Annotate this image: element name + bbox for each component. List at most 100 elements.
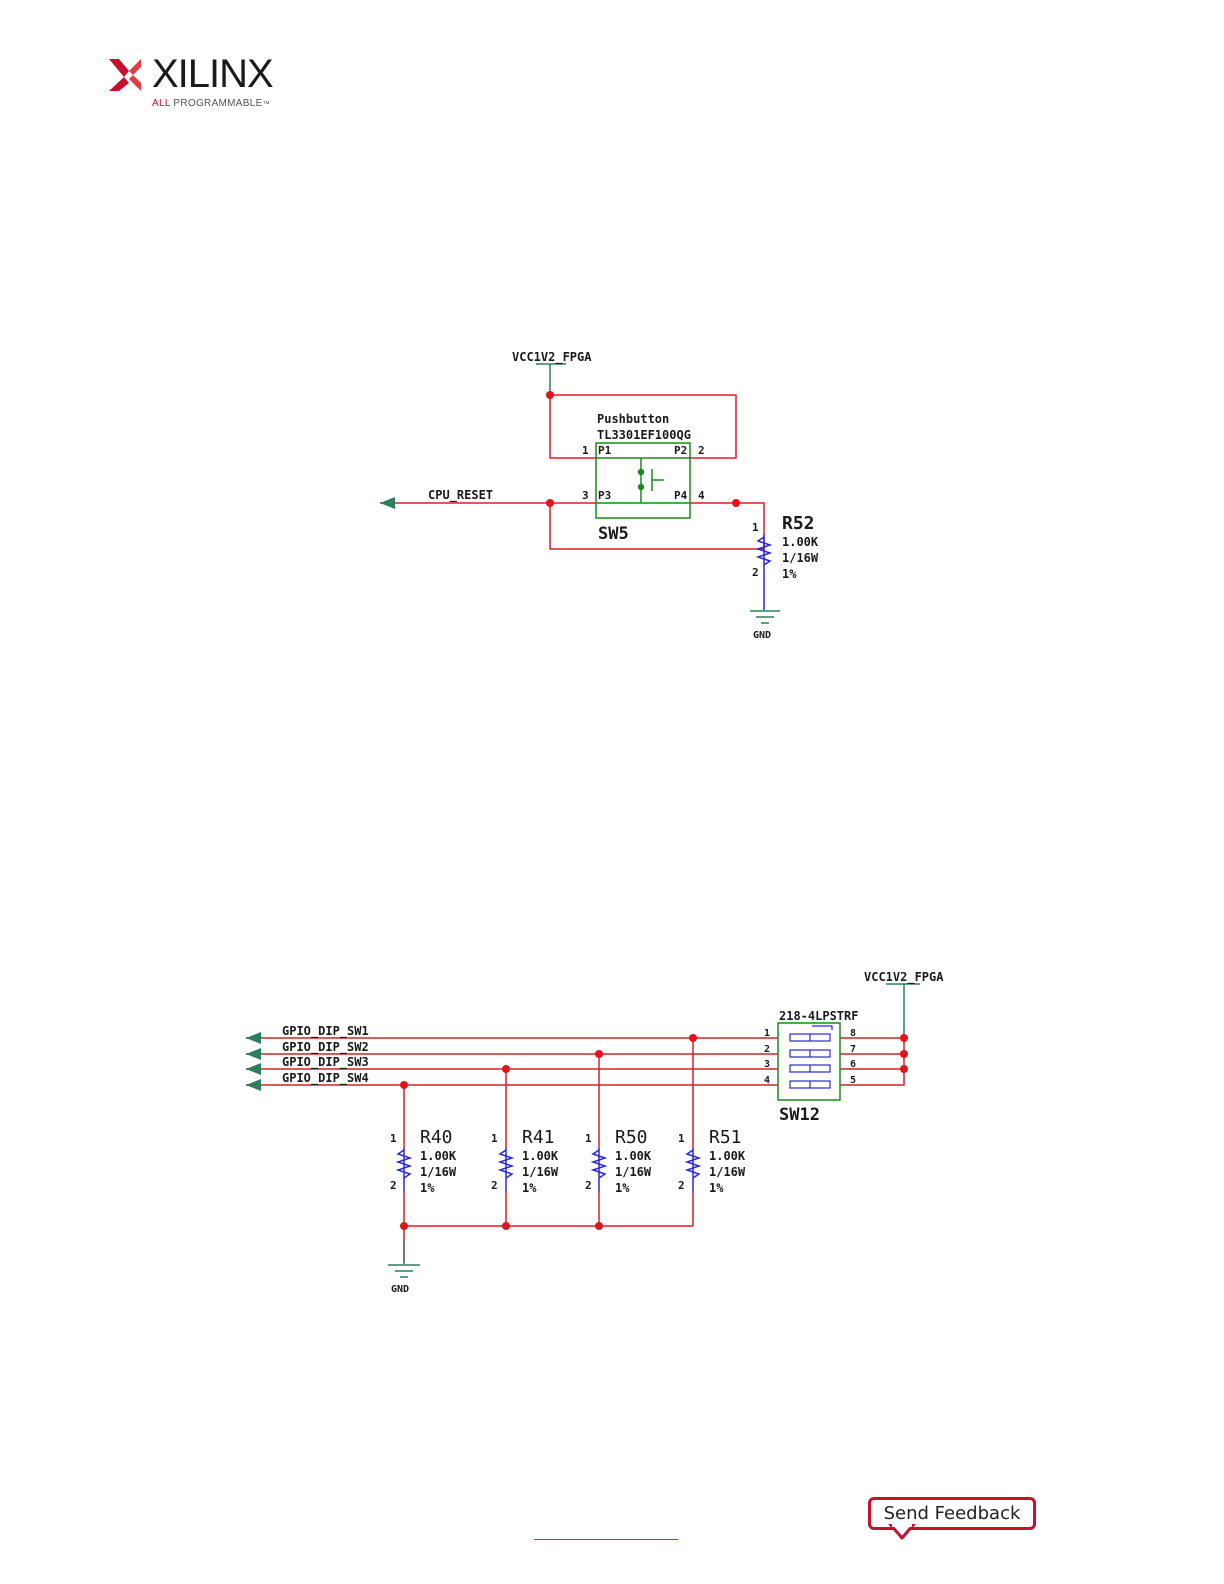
- junction-p4: [732, 499, 740, 507]
- net-label-sw1: GPIO_DIP_SW1: [282, 1024, 369, 1039]
- r41-tolerance: 1%: [522, 1181, 537, 1195]
- r52-tolerance: 1%: [782, 567, 797, 581]
- r50-refdes: R50: [615, 1127, 648, 1148]
- tagline-rest: PROGRAMMABLE: [170, 98, 263, 109]
- junction-bus-r50: [595, 1222, 603, 1230]
- sw12-toggles: [789, 1033, 831, 1089]
- junction-sw2: [595, 1050, 603, 1058]
- r50-pin1: 1: [585, 1132, 592, 1145]
- sw5-pin-label-p3: P3: [598, 489, 611, 502]
- sw12-pin-8: 8: [850, 1028, 856, 1039]
- sw12-refdes: SW12: [779, 1105, 820, 1125]
- r41-power: 1/16W: [522, 1165, 559, 1179]
- r51-symbol: [684, 1148, 702, 1192]
- sw12-pin-4: 4: [764, 1075, 770, 1086]
- sw5-pin-number-1: 1: [582, 444, 589, 457]
- r50-power: 1/16W: [615, 1165, 652, 1179]
- r40-pin1: 1: [390, 1132, 397, 1145]
- r51-pin2: 2: [678, 1179, 685, 1192]
- sw5-contact-dot-2: [637, 483, 645, 491]
- sw12-part-number: 218-4LPSTRF: [779, 1009, 858, 1023]
- r40-refdes: R40: [420, 1127, 453, 1148]
- footer-link[interactable]: [534, 1525, 678, 1540]
- net-label-sw2: GPIO_DIP_SW2: [282, 1040, 369, 1055]
- r52-refdes: R52: [782, 513, 815, 534]
- junction-cpu-reset: [546, 499, 554, 507]
- tagline-prefix: ALL: [152, 98, 171, 109]
- logo-wordmark: XILINX: [152, 52, 274, 96]
- sw5-pin-label-p1: P1: [598, 444, 612, 457]
- junction-pin6: [900, 1065, 908, 1073]
- junction-pin7: [900, 1050, 908, 1058]
- sw5-refdes: SW5: [598, 524, 629, 544]
- r52-value: 1.00K: [782, 535, 819, 549]
- r50-symbol: [590, 1148, 608, 1192]
- junction-sw1: [689, 1034, 697, 1042]
- cpu-reset-label: CPU_RESET: [428, 488, 493, 503]
- sw5-contact-dot-1: [637, 468, 645, 476]
- r50-value: 1.00K: [615, 1149, 652, 1163]
- junction-top-power: [546, 391, 554, 399]
- logo-tagline: ALL PROGRAMMABLE™: [152, 98, 270, 109]
- r51-tolerance: 1%: [709, 1181, 724, 1195]
- r52-zigzag: [755, 536, 773, 566]
- r51-pin1: 1: [678, 1132, 685, 1145]
- sw12-pin-2: 2: [764, 1044, 770, 1055]
- sw12-pin-7: 7: [850, 1044, 856, 1055]
- sw12-body: [777, 1022, 841, 1101]
- r52-power: 1/16W: [782, 551, 819, 565]
- sw5-description-2: TL3301EF100QG: [597, 428, 691, 442]
- gnd-label-bottom: GND: [391, 1284, 409, 1295]
- wire-p4-resistor: [736, 502, 765, 535]
- r41-refdes: R41: [522, 1127, 555, 1148]
- sw12-pin-3: 3: [764, 1059, 770, 1070]
- sw5-pin-label-p2: P2: [674, 444, 687, 457]
- junction-sw4: [400, 1081, 408, 1089]
- feedback-bubble-tail-icon: [888, 1524, 916, 1540]
- sw5-pin-number-4: 4: [698, 489, 705, 502]
- r40-pin2: 2: [390, 1179, 397, 1192]
- sw12-pin-6: 6: [850, 1059, 856, 1070]
- r41-symbol: [497, 1148, 515, 1192]
- r40-tolerance: 1%: [420, 1181, 435, 1195]
- tagline-trademark: ™: [262, 101, 270, 108]
- r51-value: 1.00K: [709, 1149, 746, 1163]
- wire-p2-loop: [550, 394, 737, 459]
- gnd-label-top: GND: [753, 630, 771, 641]
- net-label-sw4: GPIO_DIP_SW4: [282, 1071, 369, 1086]
- sw12-pin-1: 1: [764, 1028, 770, 1039]
- sw5-pin-label-p4: P4: [674, 489, 688, 502]
- junction-pin8: [900, 1034, 908, 1042]
- r51-power: 1/16W: [709, 1165, 746, 1179]
- power-net-label-bottom: VCC1V2_FPGA: [864, 970, 944, 985]
- r52-pin1: 1: [752, 521, 759, 534]
- r51-refdes: R51: [709, 1127, 742, 1148]
- dip-switch-circuit: VCC1V2_FPGA GPIO_DIP_SW1 GPIO_DIP_SW2 GP…: [246, 970, 944, 1295]
- r41-pin2: 2: [491, 1179, 498, 1192]
- power-net-label-top: VCC1V2_FPGA: [512, 350, 592, 365]
- wire-bottom-loop: [549, 503, 765, 550]
- net-label-sw3: GPIO_DIP_SW3: [282, 1055, 369, 1070]
- r50-tolerance: 1%: [615, 1181, 630, 1195]
- sw5-pin-number-2: 2: [698, 444, 705, 457]
- r40-value: 1.00K: [420, 1149, 457, 1163]
- wire-p1-loop: [549, 395, 596, 459]
- junction-sw3: [502, 1065, 510, 1073]
- r40-symbol: [395, 1148, 413, 1192]
- sw12-pin1-mark: [812, 1025, 833, 1030]
- xilinx-logo-icon: [109, 59, 141, 91]
- r52-pin2: 2: [752, 566, 759, 579]
- r41-value: 1.00K: [522, 1149, 559, 1163]
- junction-bus-r40: [400, 1222, 408, 1230]
- sw5-pin-number-3: 3: [582, 489, 589, 502]
- r40-power: 1/16W: [420, 1165, 457, 1179]
- reset-circuit: VCC1V2_FPGA CPU_RESET Pushbutton TL3301E…: [380, 350, 819, 641]
- sw12-pin-5: 5: [850, 1075, 856, 1086]
- sw5-description-1: Pushbutton: [597, 412, 669, 426]
- sw5-body: [595, 442, 691, 519]
- r50-pin2: 2: [585, 1179, 592, 1192]
- junction-bus-r41: [502, 1222, 510, 1230]
- r41-pin1: 1: [491, 1132, 498, 1145]
- xilinx-logo: XILINX ALL PROGRAMMABLE™: [107, 52, 287, 115]
